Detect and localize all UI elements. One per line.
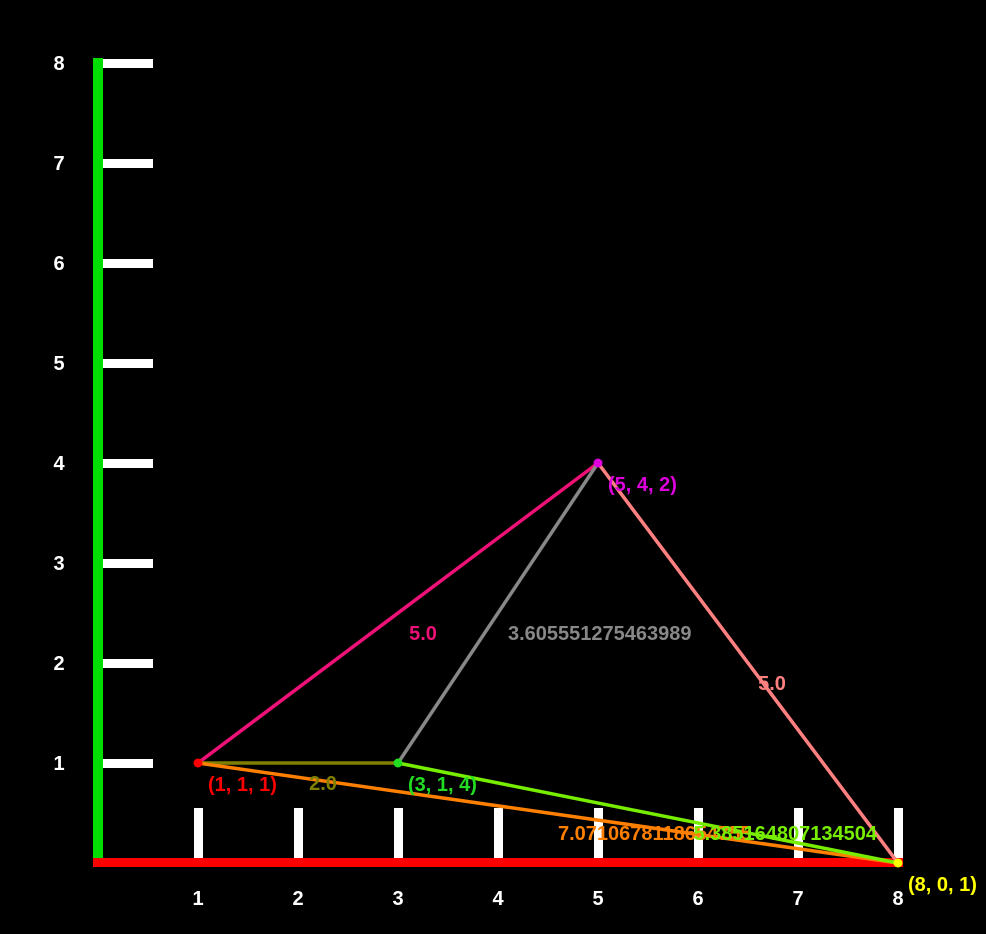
edge-length-label-2: 5.0 xyxy=(758,673,786,695)
edges-layer xyxy=(196,461,900,865)
y-tick-mark-8 xyxy=(103,59,153,68)
x-tick-mark-7 xyxy=(794,808,803,858)
edge-line-4 xyxy=(197,761,899,865)
y-tick-mark-5 xyxy=(103,359,153,368)
y-tick-label-2: 2 xyxy=(53,653,64,675)
edge-line-2 xyxy=(596,461,900,865)
edge-length-label-4: 7.0710678118654755 xyxy=(558,823,752,845)
y-tick-mark-7 xyxy=(103,159,153,168)
points-layer xyxy=(193,458,903,868)
y-axis-line xyxy=(93,58,103,863)
edge-length-label-5: 5.385164807134504 xyxy=(693,823,877,845)
y-tick-label-5: 5 xyxy=(53,353,64,375)
edge-length-label-0: 5.0 xyxy=(409,623,437,645)
x-tick-label-3: 3 xyxy=(392,888,403,910)
y-tick-mark-6 xyxy=(103,259,153,268)
y-tick-label-1: 1 xyxy=(53,753,64,775)
x-tick-mark-4 xyxy=(494,808,503,858)
point-label-0: (1, 1, 1) xyxy=(208,774,277,796)
y-tick-label-7: 7 xyxy=(53,153,64,175)
x-tick-mark-5 xyxy=(594,808,603,858)
point-marker-2 xyxy=(593,458,603,468)
point-label-2: (5, 4, 2) xyxy=(608,474,677,496)
point-marker-3 xyxy=(893,858,903,868)
y-tick-label-6: 6 xyxy=(53,253,64,275)
axes-layer xyxy=(93,58,903,867)
x-tick-label-1: 1 xyxy=(192,888,203,910)
x-axis-line xyxy=(93,858,903,867)
y-tick-mark-3 xyxy=(103,559,153,568)
y-tick-label-8: 8 xyxy=(53,53,64,75)
y-tick-mark-4 xyxy=(103,459,153,468)
point-label-1: (3, 1, 4) xyxy=(408,774,477,796)
point-marker-0 xyxy=(193,758,203,768)
x-tick-label-2: 2 xyxy=(292,888,303,910)
point-label-3: (8, 0, 1) xyxy=(908,874,977,896)
x-tick-label-7: 7 xyxy=(792,888,803,910)
y-tick-mark-2 xyxy=(103,659,153,668)
edge-line-0 xyxy=(196,461,600,765)
x-tick-label-6: 6 xyxy=(692,888,703,910)
y-tick-label-4: 4 xyxy=(53,453,65,475)
edge-line-5 xyxy=(397,761,899,865)
point-marker-1 xyxy=(393,758,403,768)
x-tick-label-8: 8 xyxy=(892,888,903,910)
x-tick-mark-1 xyxy=(194,808,203,858)
edge-line-1 xyxy=(396,462,600,764)
ticks-layer: 1 2 3 4 5 6 7 8 1 2 3 4 5 6 7 8 xyxy=(53,53,903,910)
x-tick-mark-2 xyxy=(294,808,303,858)
y-tick-label-3: 3 xyxy=(53,553,64,575)
y-tick-mark-1 xyxy=(103,759,153,768)
x-tick-label-5: 5 xyxy=(592,888,603,910)
labels-layer: 5.0 3.605551275463989 5.0 2.0 7.071067811865… xyxy=(208,474,977,896)
x-tick-label-4: 4 xyxy=(492,888,504,910)
x-tick-mark-8 xyxy=(894,808,903,858)
x-tick-mark-3 xyxy=(394,808,403,858)
edge-length-label-1: 3.605551275463989 xyxy=(508,623,692,645)
edge-length-label-3: 2.0 xyxy=(309,773,337,795)
